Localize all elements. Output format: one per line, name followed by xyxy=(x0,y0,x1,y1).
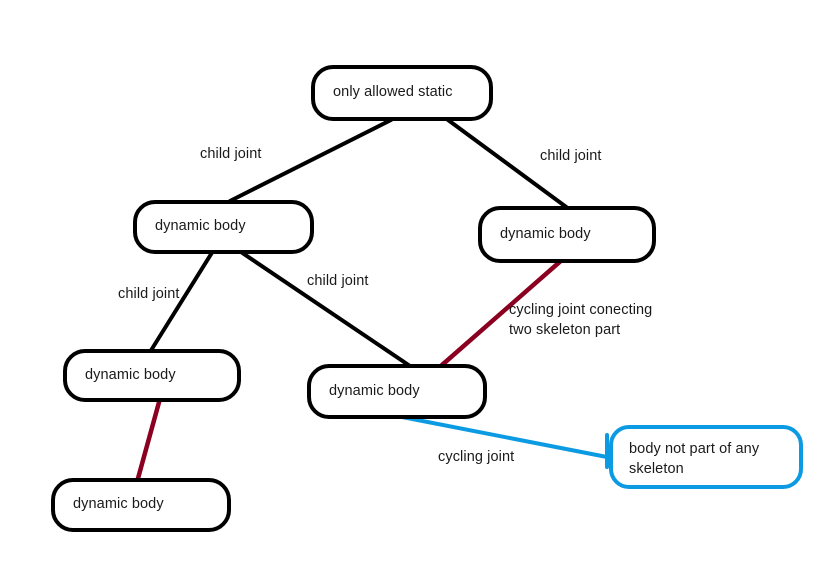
edges-group xyxy=(134,115,609,485)
edge-e4 xyxy=(236,248,412,368)
edge-label-l3: child joint xyxy=(118,286,180,302)
node-dyn-left[interactable]: dynamic body xyxy=(133,200,314,254)
node-label-callout-free: body not part of any skeleton xyxy=(629,441,760,477)
node-label-dyn-bottom: dynamic body xyxy=(73,496,164,513)
node-label-dyn-left: dynamic body xyxy=(155,218,246,235)
edge-label-l4: child joint xyxy=(307,273,369,289)
node-dyn-bottom[interactable]: dynamic body xyxy=(51,478,231,532)
edge-e7 xyxy=(400,415,609,469)
node-label-dyn-lower-left: dynamic body xyxy=(85,366,176,383)
node-label-dyn-lower-mid: dynamic body xyxy=(329,382,420,399)
node-dyn-right[interactable]: dynamic body xyxy=(478,206,656,263)
node-static-root[interactable]: only allowed static xyxy=(311,65,493,121)
edge-e5 xyxy=(439,256,566,368)
edge-e1 xyxy=(228,118,393,203)
edge-e2 xyxy=(442,115,575,214)
edge-label-l6: cycling joint xyxy=(438,449,515,465)
node-callout-free[interactable]: body not part of any skeleton xyxy=(609,425,803,489)
edge-e6 xyxy=(134,392,164,485)
node-label-static-root: only allowed static xyxy=(333,84,453,101)
edge-e3 xyxy=(148,249,215,354)
edge-label-l1: child joint xyxy=(200,146,262,162)
node-dyn-lower-left[interactable]: dynamic body xyxy=(63,349,241,402)
edge-label-l5: cycling joint conecting two skeleton par… xyxy=(509,302,653,339)
edge-label-l2: child joint xyxy=(540,148,602,164)
node-label-dyn-right: dynamic body xyxy=(500,225,591,242)
node-dyn-lower-mid[interactable]: dynamic body xyxy=(307,364,487,419)
